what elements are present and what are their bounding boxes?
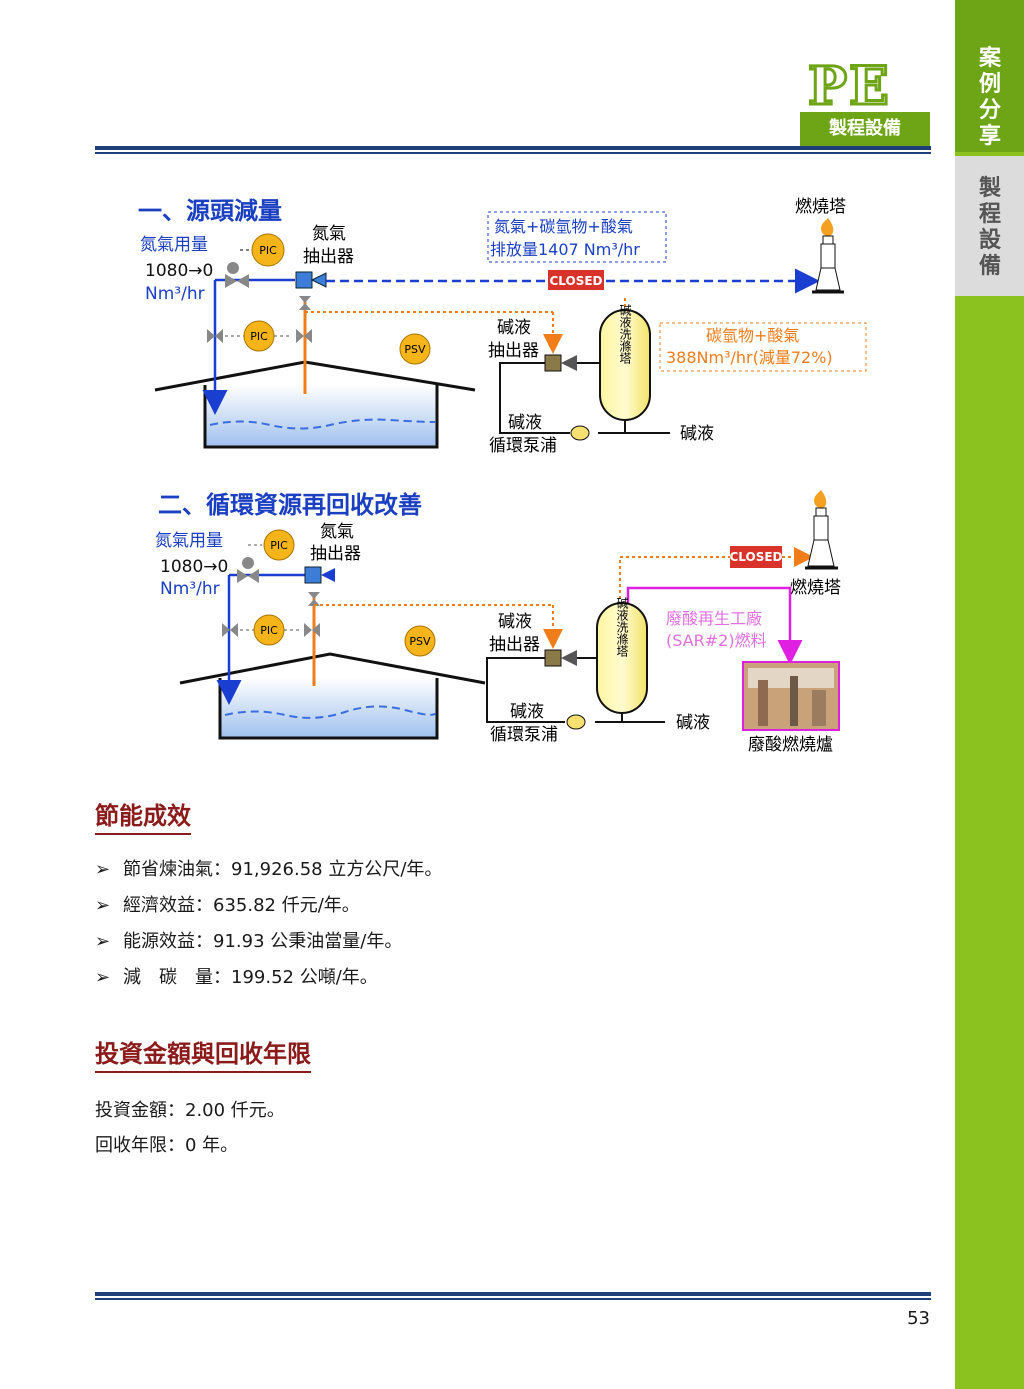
- header-rule-thin: [95, 152, 931, 154]
- footer-rule: [95, 1292, 931, 1296]
- list-item: ➢減 碳 量：199.52 公噸/年。: [95, 960, 442, 996]
- diagram1-pump-line2: 循環泵浦: [489, 436, 557, 456]
- investment-amount: 投資金額：2.00 仟元。: [95, 1100, 285, 1121]
- diagram1-closed-badge: CLOSED: [549, 274, 602, 288]
- diagram1-pic-top: PIC: [259, 244, 277, 257]
- diagram2-pic-top: PIC: [270, 539, 288, 552]
- diagram-source-reduction: 一、源頭減量 氮氣用量 1080→0 Nm³/hr PIC 氮氣 抽出器 CLO…: [138, 197, 867, 456]
- diagram2-caustic-label: 碱液: [676, 713, 710, 733]
- diagram1-scrubber: 碱液洗滌塔: [618, 304, 632, 365]
- investment-title: 投資金額與回收年限: [95, 1034, 311, 1073]
- diagram1-hc-acid-line1: 碳氫物+酸氣: [706, 326, 799, 345]
- arrow-bullet-icon: ➢: [95, 931, 111, 952]
- diagram1-n2-value: 1080→0: [145, 261, 213, 281]
- diagram1-caustic-ejector-line2: 抽出器: [488, 341, 539, 361]
- savings-list: ➢節省煉油氣：91,926.58 立方公尺/年。 ➢經濟效益：635.82 仟元…: [95, 852, 442, 996]
- diagram1-pic-mid: PIC: [250, 330, 268, 343]
- arrow-bullet-icon: ➢: [95, 859, 111, 880]
- diagram1-n2-unit: Nm³/hr: [145, 284, 205, 304]
- side-tab-process-equipment-label: 製程設備: [978, 176, 1001, 279]
- diagram2-pump-line1: 碱液: [510, 702, 544, 722]
- diagram2-pump-line2: 循環泵浦: [490, 725, 558, 745]
- diagram2-psv: PSV: [409, 635, 431, 648]
- list-item: ➢節省煉油氣：91,926.58 立方公尺/年。: [95, 852, 442, 888]
- payback-period: 回收年限：0 年。: [95, 1135, 239, 1156]
- diagram1-n2-ejector-line1: 氮氣: [312, 224, 346, 244]
- diagram1-flare-label: 燃燒塔: [795, 197, 846, 217]
- diagram2-caustic-ejector-line1: 碱液: [498, 612, 532, 632]
- page-number: 53: [907, 1308, 930, 1329]
- diagram2-n2-unit: Nm³/hr: [160, 579, 220, 599]
- diagram2-title: 二、循環資源再回收改善: [158, 491, 422, 519]
- savings-title: 節能成效: [95, 796, 191, 835]
- diagram1-n2-ejector-line2: 抽出器: [303, 247, 354, 267]
- list-item: ➢能源效益：91.93 公秉油當量/年。: [95, 924, 442, 960]
- diagram2-n2-ejector-line1: 氮氣: [320, 522, 354, 542]
- footer-rule-thin: [95, 1298, 931, 1300]
- category-label: 製程設備: [800, 112, 930, 146]
- diagram1-pump-line1: 碱液: [508, 413, 542, 433]
- diagram-resource-recycling: 二、循環資源再回收改善 氮氣用量 1080→0 Nm³/hr PIC 氮氣 抽出…: [155, 490, 841, 755]
- side-tab-case-study-label: 案例分享: [978, 46, 1001, 149]
- diagram2-n2-usage: 氮氣用量: [155, 531, 223, 551]
- diagram1-emission-line2: 排放量1407 Nm³/hr: [490, 240, 640, 259]
- process-diagrams: 一、源頭減量 氮氣用量 1080→0 Nm³/hr PIC 氮氣 抽出器 CLO…: [138, 197, 867, 755]
- pe-logo: PE: [807, 56, 891, 117]
- diagram2-incinerator-label: 廢酸燃燒爐: [748, 735, 833, 755]
- arrow-bullet-icon: ➢: [95, 895, 111, 916]
- side-tab-process-equipment[interactable]: [955, 156, 1024, 296]
- diagram1-caustic-label: 碱液: [680, 424, 714, 444]
- diagram1-emission-line1: 氮氣+碳氫物+酸氣: [494, 217, 633, 236]
- diagram2-caustic-ejector-line2: 抽出器: [489, 635, 540, 655]
- diagram2-sar-line2: (SAR#2)燃料: [666, 631, 767, 650]
- diagram2-n2-ejector-line2: 抽出器: [310, 544, 361, 564]
- diagram2-closed-badge: CLOSED: [729, 550, 782, 564]
- side-tab-case-study[interactable]: [955, 0, 1024, 152]
- diagram1-hc-acid-line2: 388Nm³/hr(減量72%): [666, 348, 833, 367]
- diagram2-flare-label: 燃燒塔: [790, 578, 841, 598]
- diagram2-sar-line1: 廢酸再生工廠: [666, 609, 762, 628]
- diagram1-psv: PSV: [404, 343, 426, 356]
- diagram2-n2-value: 1080→0: [160, 557, 228, 577]
- list-item: ➢經濟效益：635.82 仟元/年。: [95, 888, 442, 924]
- arrow-bullet-icon: ➢: [95, 967, 111, 988]
- diagram1-title: 一、源頭減量: [138, 197, 282, 225]
- diagram1-n2-usage: 氮氣用量: [140, 235, 208, 255]
- diagram2-scrubber: 碱液洗滌塔: [615, 597, 629, 658]
- diagram1-caustic-ejector-line1: 碱液: [497, 318, 531, 338]
- diagram2-pic-mid: PIC: [260, 624, 278, 637]
- header-rule: [95, 146, 931, 150]
